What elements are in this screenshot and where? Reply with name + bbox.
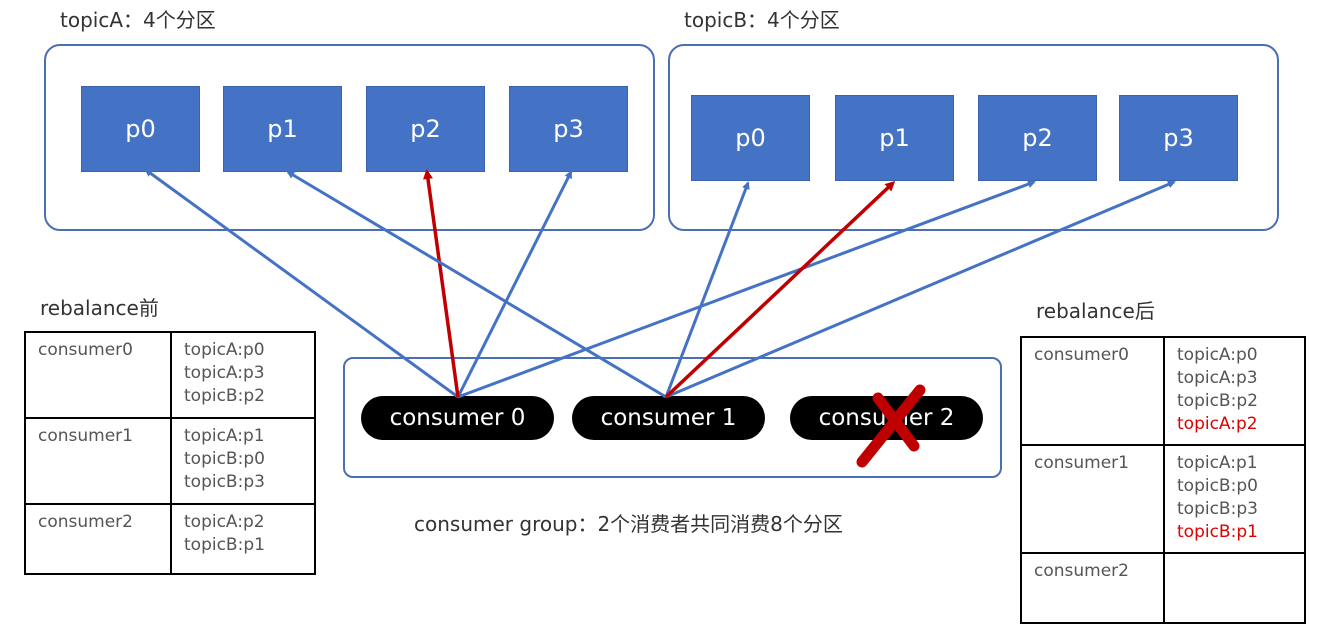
partitions-cell: topicA:p2 topicB:p1 <box>170 503 316 575</box>
partitions-cell <box>1163 552 1306 624</box>
partition-entry: topicA:p1 <box>1177 453 1258 473</box>
arrow-consumer1-topicB-p3 <box>665 180 1176 399</box>
consumer-cell: consumer1 <box>1020 444 1165 554</box>
topic-a-partition-p3: p3 <box>509 86 628 172</box>
consumer-0: consumer 0 <box>361 396 554 440</box>
topic-a-partition-p2: p2 <box>366 86 485 172</box>
partition-entry: topicA:p1 <box>184 426 265 446</box>
partition-entry: topicB:p2 <box>184 386 265 406</box>
partitions-cell: topicA:p1 topicB:p0 topicB:p3 topicB:p1 <box>1163 444 1306 554</box>
consumer-cell: consumer0 <box>1020 336 1165 446</box>
arrow-consumer0-topicA-p2-reassigned <box>423 169 460 398</box>
before-title: rebalance前 <box>40 296 159 320</box>
after-title: rebalance后 <box>1036 299 1155 323</box>
table-row: consumer2 topicA:p2 topicB:p1 <box>24 503 316 575</box>
consumer-removed-x-mark <box>856 384 926 468</box>
topic-b-partition-p3: p3 <box>1119 95 1238 181</box>
table-row: consumer0 topicA:p0 topicA:p3 topicB:p2 <box>24 331 316 419</box>
table-row: consumer0 topicA:p0 topicA:p3 topicB:p2 … <box>1020 336 1306 446</box>
partition-entry: topicA:p0 <box>1177 345 1258 365</box>
consumer-cell: consumer1 <box>24 417 172 505</box>
arrow-consumer0-topicA-p3 <box>456 170 573 398</box>
before-assignment-table: consumer0 topicA:p0 topicA:p3 topicB:p2 … <box>24 331 316 575</box>
partition-entry: topicB:p2 <box>1177 391 1258 411</box>
table-row: consumer2 <box>1020 552 1306 624</box>
partition-entry: topicB:p3 <box>184 472 265 492</box>
partitions-cell: topicA:p0 topicA:p3 topicB:p2 <box>170 331 316 419</box>
consumer-cell: consumer2 <box>1020 552 1165 624</box>
topic-b-partition-p0: p0 <box>691 95 810 181</box>
consumer-cell: consumer2 <box>24 503 172 575</box>
topic-a-title: topicA：4个分区 <box>60 8 216 32</box>
arrow-consumer1-topicB-p1-reassigned <box>664 180 896 399</box>
table-row: consumer1 topicA:p1 topicB:p0 topicB:p3 … <box>1020 444 1306 554</box>
partition-entry: topicB:p0 <box>1177 476 1258 496</box>
partitions-cell: topicA:p0 topicA:p3 topicB:p2 topicA:p2 <box>1163 336 1306 446</box>
arrow-consumer0-topicB-p2 <box>457 180 1036 399</box>
partition-entry: topicA:p0 <box>184 340 265 360</box>
topic-b-title: topicB：4个分区 <box>684 8 840 32</box>
reassigned-partition-entry: topicB:p1 <box>1177 522 1258 542</box>
partitions-cell: topicA:p1 topicB:p0 topicB:p3 <box>170 417 316 505</box>
table-row: consumer1 topicA:p1 topicB:p0 topicB:p3 <box>24 417 316 505</box>
partition-entry: topicA:p2 <box>184 512 265 532</box>
arrow-consumer1-topicA-p1 <box>286 170 667 399</box>
topic-b-partition-p2: p2 <box>978 95 1097 181</box>
partition-entry: topicB:p1 <box>184 535 265 555</box>
topic-a-partition-p0: p0 <box>81 86 200 172</box>
reassigned-partition-entry: topicA:p2 <box>1177 414 1258 434</box>
topic-b-partition-p1: p1 <box>835 95 954 181</box>
partition-entry: topicB:p3 <box>1177 499 1258 519</box>
after-assignment-table: consumer0 topicA:p0 topicA:p3 topicB:p2 … <box>1020 336 1306 624</box>
consumer-cell: consumer0 <box>24 331 172 419</box>
arrow-consumer1-topicB-p0 <box>664 181 750 398</box>
consumer-group-caption: consumer group：2个消费者共同消费8个分区 <box>414 512 843 536</box>
consumer-1: consumer 1 <box>572 396 765 440</box>
partition-entry: topicB:p0 <box>184 449 265 469</box>
topic-a-partition-p1: p1 <box>223 86 342 172</box>
partition-entry: topicA:p3 <box>184 363 265 383</box>
arrow-consumer0-topicA-p0 <box>144 168 459 399</box>
partition-entry: topicA:p3 <box>1177 368 1258 388</box>
